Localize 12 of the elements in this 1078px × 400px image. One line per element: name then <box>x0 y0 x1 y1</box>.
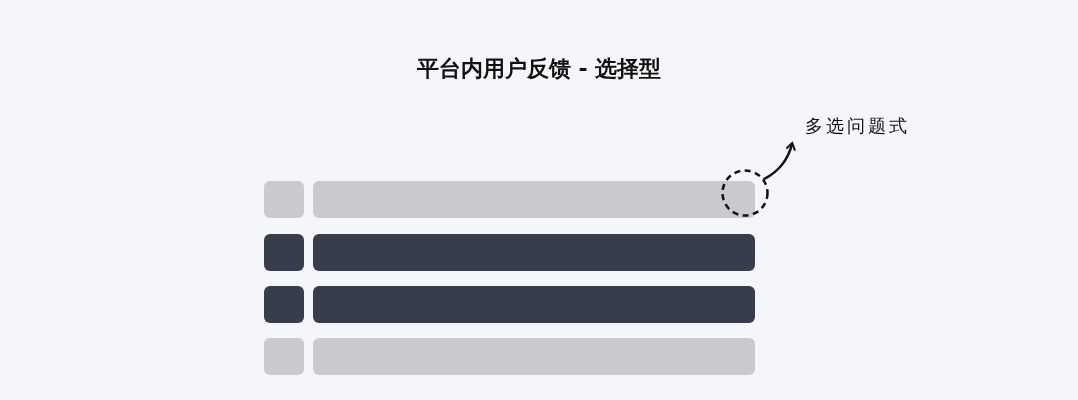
checkbox-square <box>264 338 304 375</box>
option-bar <box>313 338 755 375</box>
checkbox-square <box>264 286 304 323</box>
dashed-circle <box>721 169 769 217</box>
checkbox-square <box>264 234 304 271</box>
option-bar <box>313 286 755 323</box>
option-bar <box>313 181 755 218</box>
checkbox-square <box>264 181 304 218</box>
title: 平台内用户反馈 - 选择型 <box>416 55 662 83</box>
annotation-text: 多选问题式 <box>805 114 911 138</box>
curved-arrow <box>763 142 796 181</box>
option-bar <box>313 234 755 271</box>
